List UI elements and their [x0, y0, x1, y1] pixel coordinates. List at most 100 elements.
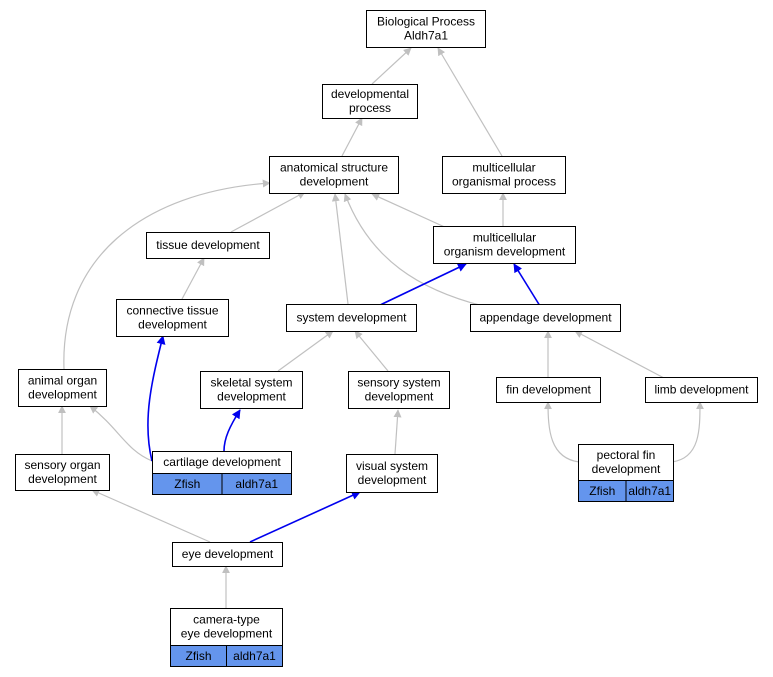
node-box [322, 84, 418, 119]
edge-dev-bp [371, 47, 412, 85]
gene-label: aldh7a1 [233, 649, 276, 663]
node-label-line: animal organ [28, 374, 97, 388]
edge-cd-ssd [223, 409, 241, 452]
node-label-line: organism development [444, 245, 566, 259]
node-box [496, 377, 601, 403]
node-label-line: Aldh7a1 [404, 29, 448, 43]
node-label-line: multicellular [472, 161, 535, 175]
node-label-line: development [592, 462, 661, 476]
node-box [200, 371, 303, 409]
node-box [18, 369, 107, 407]
node-label-line: eye development [181, 627, 273, 641]
gene-cell[interactable] [226, 645, 283, 667]
species-label: Zfish [589, 484, 615, 498]
node-box [286, 304, 417, 332]
node-label-line: development [28, 388, 97, 402]
node-box [172, 542, 283, 567]
gene-label: aldh7a1 [628, 484, 671, 498]
node-box [348, 371, 450, 409]
node-label-line: development [365, 390, 434, 404]
edge-pfd-ld [671, 401, 704, 463]
species-label: Zfish [185, 649, 211, 663]
edge-aod-asd [63, 179, 271, 370]
edge-ad-mod [513, 263, 541, 307]
node-box [442, 156, 566, 194]
node-label-line: development [358, 473, 427, 487]
node-td[interactable]: tissue development [146, 232, 270, 259]
node-label-line: system development [296, 311, 407, 325]
edge-ld-ad [574, 330, 665, 379]
node-label-line: fin development [506, 383, 591, 397]
edge-ctd-td [181, 257, 205, 300]
edge-cd-ctd [147, 335, 166, 462]
node-label-line: multicellular [473, 231, 536, 245]
node-label-line: limb development [654, 383, 749, 397]
node-label-line: pectoral fin [597, 448, 656, 462]
node-ad[interactable]: appendage development [470, 304, 621, 332]
node-sd[interactable]: system development [286, 304, 417, 332]
node-label-line: organismal process [452, 175, 556, 189]
edge-asd-dev [341, 117, 363, 157]
node-label-line: appendage development [479, 311, 612, 325]
node-box [366, 10, 486, 48]
edge-sd-mod [377, 263, 467, 307]
edge-sd-asd [331, 193, 349, 305]
node-label-line: connective tissue [126, 304, 218, 318]
edge-sensd-sd [354, 330, 389, 372]
node-box [269, 156, 399, 194]
node-ed[interactable]: eye development [172, 542, 283, 567]
node-label-line: tissue development [156, 238, 260, 252]
node-label-line: skeletal system [210, 376, 292, 390]
edge-cd-aod [89, 405, 153, 462]
node-label-line: development [28, 472, 97, 486]
node-box [470, 304, 621, 332]
node-label-line: sensory system [357, 376, 440, 390]
node-label-line: development [138, 318, 207, 332]
node-label-line: visual system [356, 459, 428, 473]
node-box [15, 454, 110, 491]
edge-ad-asd [343, 193, 484, 307]
species-label: Zfish [174, 477, 200, 491]
node-label-line: developmental [331, 87, 409, 101]
node-fd[interactable]: fin development [496, 377, 601, 403]
edge-mop-bp [437, 47, 503, 157]
edge-td-asd [230, 191, 306, 233]
edge-ed-vsd [249, 491, 361, 543]
edges [58, 47, 704, 608]
node-box [645, 377, 758, 403]
node-label-line: Biological Process [377, 15, 475, 29]
node-box [116, 299, 229, 337]
node-label-line: camera-type [193, 613, 260, 627]
node-label-line: development [300, 175, 369, 189]
node-label-line: development [217, 390, 286, 404]
node-label-line: process [349, 101, 391, 115]
edge-pfd-fd [544, 401, 580, 463]
node-box [346, 454, 438, 493]
edge-ssd-sd [277, 330, 334, 372]
node-ld[interactable]: limb development [645, 377, 758, 403]
gene-cell[interactable] [625, 480, 674, 502]
edge-vsd-sensd [393, 409, 402, 455]
node-label-line: sensory organ [24, 458, 100, 472]
node-label-line: cartilage development [163, 455, 281, 469]
gene-label: aldh7a1 [235, 477, 278, 491]
node-box [146, 232, 270, 259]
node-box [433, 226, 576, 264]
gene-cell[interactable] [221, 473, 292, 495]
